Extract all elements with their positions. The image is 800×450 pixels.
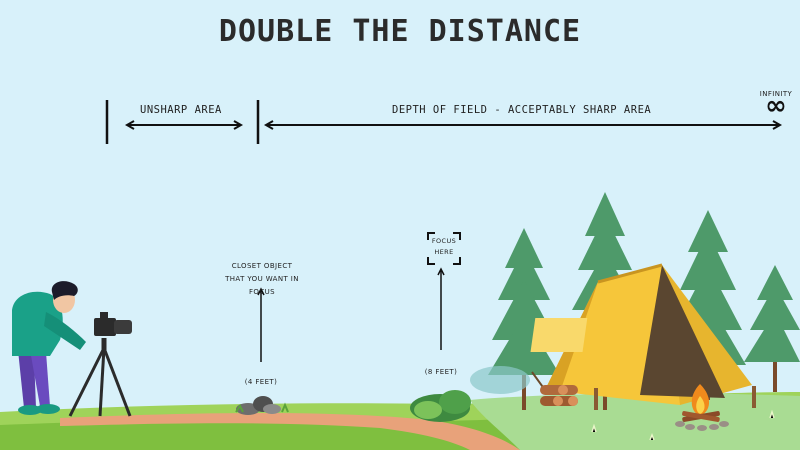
photographer	[12, 281, 132, 417]
campfire	[675, 384, 729, 431]
firewood-logs	[540, 385, 578, 406]
measurement-lines	[105, 100, 783, 362]
grass-tufts	[591, 409, 775, 441]
closest-object-label: CLOSET OBJECT THAT YOU WANT IN FOCUS	[225, 262, 299, 296]
infinity-icon: ∞	[765, 91, 787, 121]
depth-of-field-label: DEPTH OF FIELD - ACCEPTABLY SHARP AREA	[392, 104, 652, 116]
page-title: DOUBLE THE DISTANCE	[218, 14, 582, 49]
tent	[530, 263, 756, 410]
dirt-path	[60, 413, 520, 450]
distance-near-label: (4 FEET)	[244, 378, 278, 386]
focus-bracket	[427, 232, 461, 265]
infinity-label: INFINITY	[759, 90, 793, 98]
focus-here-label: FOCUS HERE	[431, 237, 457, 256]
unsharp-area-label: UNSHARP AREA	[140, 104, 222, 116]
rocks	[235, 396, 289, 415]
distance-focus-label: (8 FEET)	[424, 368, 458, 376]
bush	[410, 390, 471, 422]
